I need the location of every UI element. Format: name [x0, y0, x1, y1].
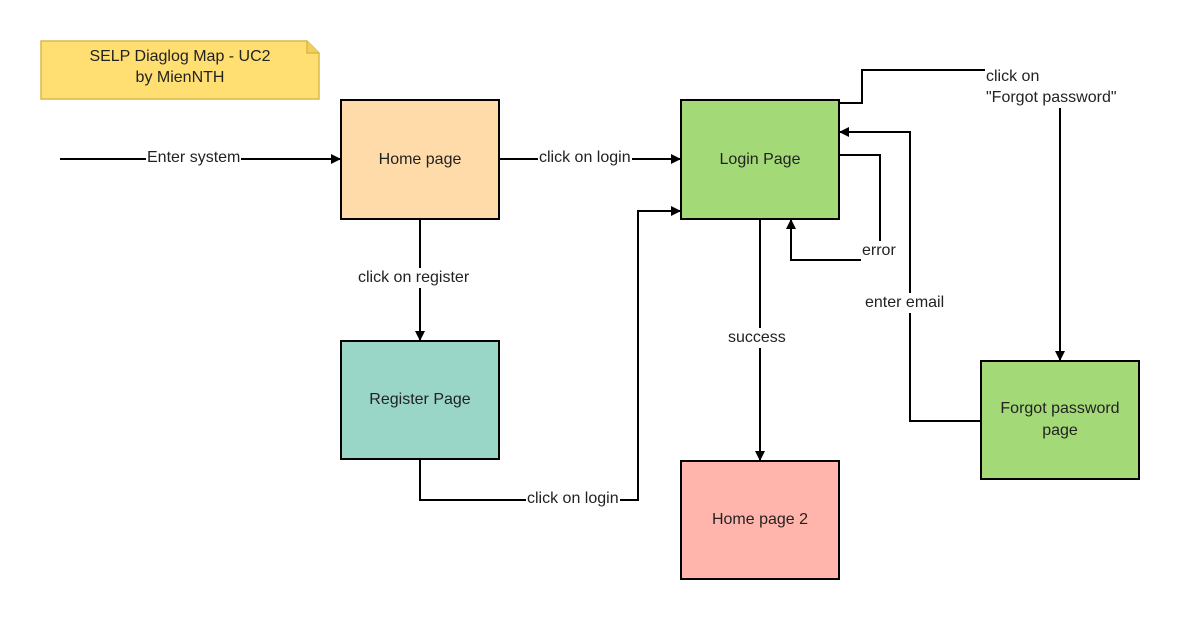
edge-label-click-login-register: click on login	[526, 489, 620, 509]
node-register-page-label: Register Page	[369, 391, 471, 408]
node-home-page-label: Home page	[378, 150, 462, 168]
node-forgot-password-page[interactable]: Forgot password page	[980, 360, 1140, 480]
edge-login-to-forgot	[840, 69, 1065, 361]
node-home-page[interactable]: Home page	[340, 99, 500, 220]
note-title-line: SELP Diaglog Map - UC2	[89, 48, 271, 65]
edge-label-enter-email: enter email	[864, 293, 946, 313]
node-forgot-password-label: Forgot password page	[1000, 400, 1120, 439]
node-register-page[interactable]: Register Page	[340, 340, 500, 460]
node-home-page-2[interactable]: Home page 2	[680, 460, 840, 580]
node-login-page-label: Login Page	[719, 150, 801, 168]
edge-label-success: success	[727, 328, 787, 348]
note-shape	[40, 40, 320, 100]
title-note: SELP Diaglog Map - UC2 by MienNTH	[40, 40, 320, 100]
note-author-line: by MienNTH	[135, 69, 225, 86]
node-home-page-2-label: Home page 2	[711, 511, 809, 528]
edge-register-to-login	[419, 206, 681, 501]
edge-label-click-forgot: click on "Forgot password"	[985, 66, 1118, 108]
edge-forgot-to-login	[839, 127, 980, 422]
node-login-page[interactable]: Login Page	[680, 99, 840, 220]
edge-label-error: error	[861, 241, 897, 261]
edge-label-enter-system: Enter system	[146, 148, 242, 168]
edge-label-click-login-home: click on login	[538, 148, 632, 168]
edge-label-click-register: click on register	[357, 268, 471, 288]
